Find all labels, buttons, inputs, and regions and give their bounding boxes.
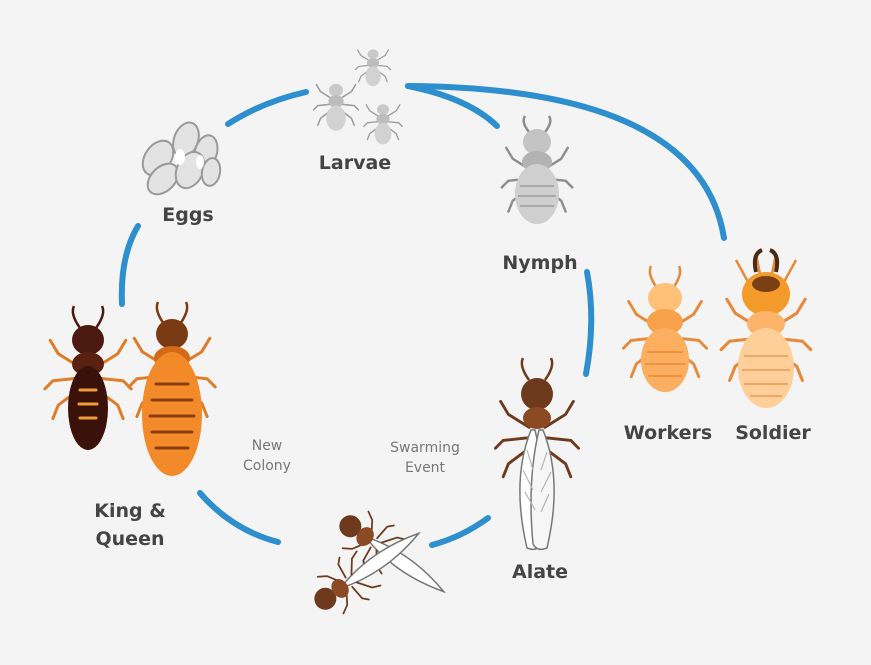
- arc-eggs-to-larvae: [225, 89, 309, 127]
- arc-larvae-to-castes: [405, 83, 727, 241]
- alate-icon: [493, 357, 581, 551]
- label-larvae: Larvae: [318, 152, 392, 174]
- arc-swarm-to-kingqueen: [197, 490, 281, 545]
- label-nymph: Nymph: [502, 252, 578, 274]
- worker-termite-icon: [621, 265, 709, 392]
- egg-cluster-icon: [141, 121, 222, 196]
- label-new-colony: New Colony: [222, 436, 312, 476]
- arc-kingqueen-to-eggs: [118, 223, 141, 307]
- label-alate: Alate: [511, 561, 568, 583]
- queen-termite-icon: [127, 301, 217, 476]
- label-king-queen-line1: King &: [94, 500, 166, 522]
- label-king-queen-line2: Queen: [95, 528, 165, 550]
- label-swarming-event-line1: Swarming: [390, 440, 460, 456]
- label-new-colony-line1: New: [251, 438, 283, 454]
- label-workers: Workers: [623, 422, 713, 444]
- label-eggs: Eggs: [162, 204, 214, 226]
- soldier-termite-icon: [719, 248, 813, 408]
- cycle-arrows: [118, 83, 727, 548]
- label-soldier: Soldier: [735, 422, 811, 444]
- larva-icon: [312, 49, 403, 145]
- label-swarming-event-line2: Event: [404, 460, 446, 476]
- swarming-pair-icon: [314, 508, 447, 617]
- arc-nymph-to-alate: [583, 269, 595, 377]
- arc-alate-to-swarm: [429, 515, 491, 548]
- label-king-queen: King & Queen: [80, 497, 180, 553]
- label-new-colony-line2: Colony: [243, 458, 291, 474]
- label-swarming-event: Swarming Event: [375, 438, 475, 478]
- king-termite-icon: [43, 305, 133, 450]
- nymph-icon: [500, 115, 574, 224]
